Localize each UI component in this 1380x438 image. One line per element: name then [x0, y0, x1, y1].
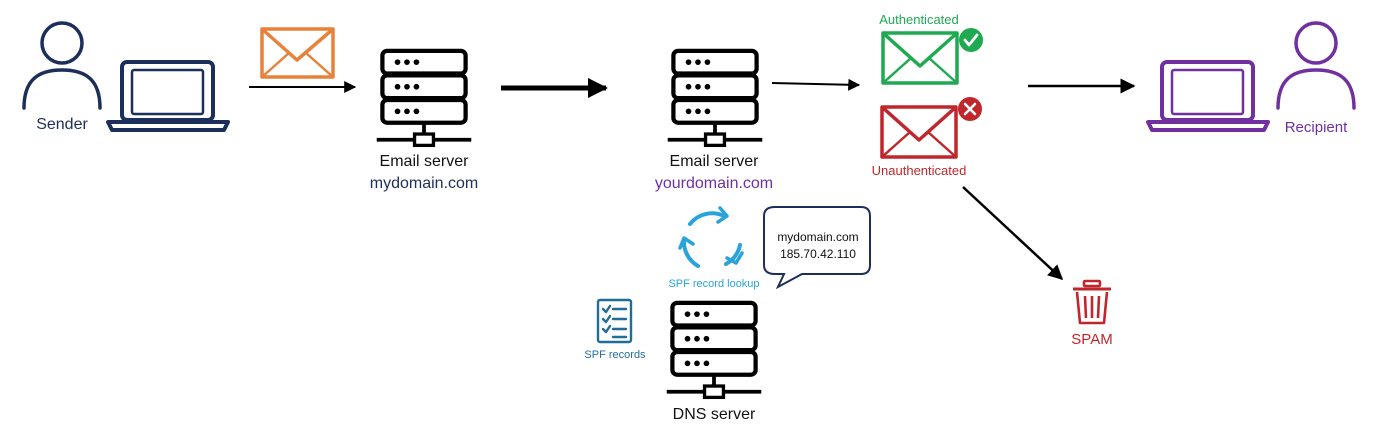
authenticated-label: Authenticated [879, 12, 959, 27]
spf-result-speech-bubble [763, 206, 871, 290]
recipient-person-icon [1276, 21, 1356, 110]
checklist-icon [596, 298, 633, 344]
outgoing-mail-envelope-icon [260, 27, 335, 79]
sender-person-icon [22, 21, 102, 110]
spf-lookup-label: SPF record lookup [668, 278, 760, 290]
sending-email-server-icon [377, 51, 472, 146]
spf-bubble-content: mydomain.com 185.70.42.110 [776, 229, 860, 263]
sending-server-title: Email server [379, 153, 469, 170]
unauthenticated-label: Unauthenticated [871, 163, 967, 178]
trash-can-icon [1073, 279, 1111, 325]
spf-bubble-domain: mydomain.com [777, 230, 859, 244]
arrow-to-authentication [771, 78, 861, 91]
sender-laptop-icon [106, 60, 230, 132]
check-badge-icon [959, 28, 983, 52]
dns-server-icon [667, 303, 762, 398]
unauthenticated-envelope-icon [880, 105, 958, 159]
dns-server-label: DNS server [672, 406, 756, 423]
refresh-cycle-icon [678, 206, 744, 268]
receiving-server-title: Email server [669, 153, 759, 170]
recipient-label: Recipient [1284, 119, 1348, 136]
spf-bubble-ip: 185.70.42.110 [780, 247, 856, 261]
spf-records-label: SPF records [584, 349, 646, 361]
recipient-laptop-icon [1146, 60, 1270, 132]
authenticated-envelope-icon [881, 31, 959, 85]
sender-label: Sender [36, 116, 88, 133]
arrow-to-spam [962, 186, 1064, 281]
spam-label: SPAM [1071, 331, 1113, 348]
receiving-server-domain: yourdomain.com [654, 175, 774, 192]
sending-server-domain: mydomain.com [369, 175, 479, 192]
receiving-email-server-icon [668, 51, 763, 146]
cross-badge-icon [958, 97, 982, 121]
